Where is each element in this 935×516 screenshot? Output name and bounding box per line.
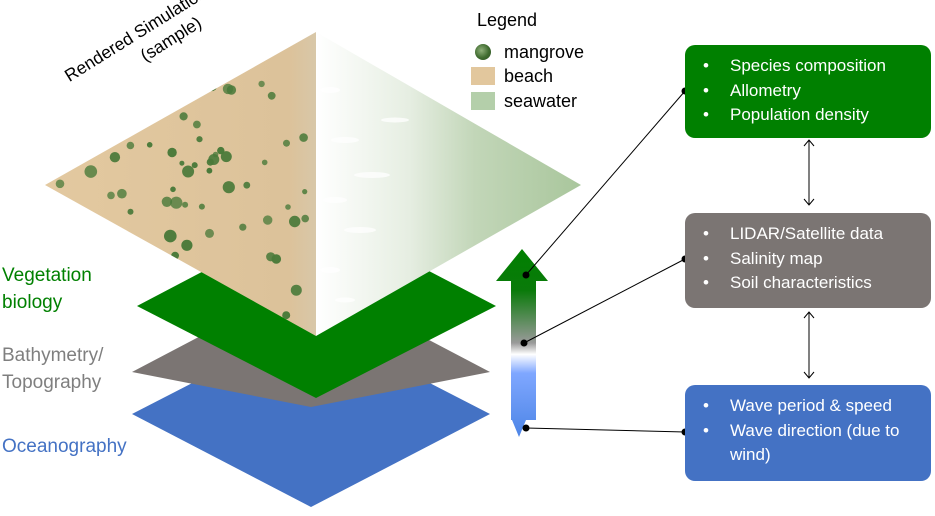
- mangrove-tree: [67, 157, 78, 168]
- legend-item-beach: beach: [471, 64, 553, 88]
- mangrove-tree: [107, 191, 115, 200]
- mangrove-tree: [161, 196, 173, 207]
- topography-item: Salinity map: [703, 247, 921, 272]
- mangrove-tree: [69, 141, 77, 150]
- mangrove-tree: [220, 151, 232, 163]
- oceanography-item: Wave period & speed: [703, 394, 917, 419]
- mangrove-tree: [182, 56, 190, 64]
- legend-label-seawater: seawater: [504, 90, 578, 111]
- mangrove-tree: [198, 203, 205, 210]
- layer-label-vegetation: Vegetation biology: [2, 265, 92, 313]
- mangrove-tree: [243, 181, 251, 189]
- legend-item-mangrove: mangrove: [471, 40, 584, 64]
- mangrove-tree: [90, 104, 99, 114]
- mangrove-tree: [125, 315, 131, 321]
- mangrove-tree: [86, 246, 99, 259]
- mangrove-tree: [122, 257, 135, 270]
- mangrove-tree: [159, 104, 168, 113]
- mangrove-tree: [212, 151, 219, 158]
- legend-title: Legend: [477, 10, 538, 30]
- oceanography-data-box: Wave period & speed Wave direction (due …: [685, 385, 931, 481]
- mangrove-tree: [171, 251, 180, 260]
- layer-label-oceanography: Oceanography: [2, 436, 127, 457]
- connectors: [523, 90, 686, 433]
- mangrove-tree: [84, 165, 98, 178]
- oceanography-item: Wave direction (due to wind): [703, 419, 917, 468]
- mangrove-tree: [191, 162, 198, 169]
- topography-item: LIDAR/Satellite data: [703, 222, 921, 247]
- beach-swatch: [471, 67, 495, 85]
- mangrove-tree: [182, 165, 195, 178]
- mangrove-tree: [301, 214, 310, 223]
- legend-label-mangrove: mangrove: [504, 41, 585, 62]
- seawater-swatch: [471, 92, 495, 110]
- mangrove-tree: [68, 145, 78, 155]
- mangrove-tree: [99, 321, 108, 331]
- mangrove-tree: [165, 60, 179, 73]
- layer-label-bathymetry: Bathymetry/ Topography: [2, 345, 104, 393]
- mangrove-tree: [170, 196, 183, 209]
- mangrove-tree: [223, 62, 233, 72]
- mangrove-tree: [179, 112, 188, 121]
- mangrove-tree: [103, 229, 111, 236]
- mangrove-tree: [217, 146, 225, 155]
- mangrove-tree: [85, 135, 92, 142]
- mangrove-tree: [193, 120, 201, 129]
- mangrove-tree: [267, 91, 276, 100]
- mangrove-tree: [285, 204, 291, 210]
- mangrove-tree: [271, 254, 282, 264]
- vegetation-item: Species composition: [703, 54, 921, 79]
- mangrove-tree: [55, 179, 65, 189]
- mangrove-tree: [258, 80, 265, 88]
- mangrove-tree: [215, 65, 224, 74]
- mangrove-tree: [290, 284, 302, 296]
- legend-item-seawater: seawater: [471, 89, 577, 113]
- mangrove-tree: [182, 201, 189, 208]
- mangrove-tree: [283, 139, 290, 147]
- mangrove-tree: [135, 273, 144, 283]
- mangrove-tree: [215, 70, 221, 77]
- mangrove-tree: [59, 128, 70, 139]
- mangrove-tree: [299, 133, 308, 142]
- mangrove-tree: [205, 228, 214, 238]
- mangrove-tree: [127, 208, 134, 215]
- mangrove-tree: [179, 160, 185, 166]
- topography-data-box: LIDAR/Satellite data Salinity map Soil c…: [685, 213, 931, 308]
- mangrove-tree: [173, 85, 183, 94]
- vegetation-item: Allometry: [703, 79, 921, 104]
- mangrove-tree: [126, 141, 135, 150]
- mangrove-tree: [263, 215, 273, 225]
- box-link-arrows: [803, 139, 815, 379]
- legend-label-beach: beach: [504, 65, 554, 86]
- mangrove-tree: [170, 186, 176, 193]
- mangrove-tree: [167, 147, 177, 158]
- mangrove-tree: [222, 83, 234, 95]
- vegetation-item: Population density: [703, 103, 921, 128]
- mangrove-tree: [146, 142, 153, 148]
- mangrove-tree: [196, 136, 203, 143]
- mangrove-tree: [222, 181, 235, 194]
- connector-dots: [520, 87, 689, 436]
- mangrove-tree: [89, 246, 100, 257]
- mangrove-swatch: [475, 44, 491, 60]
- mangrove-tree: [117, 188, 127, 199]
- mangrove-tree: [282, 311, 291, 320]
- mangrove-tree: [164, 229, 177, 243]
- mangrove-tree: [302, 189, 308, 195]
- mangrove-tree: [181, 239, 193, 251]
- mangrove-tree: [104, 129, 111, 135]
- mangrove-tree: [261, 159, 268, 166]
- topography-item: Soil characteristics: [703, 271, 921, 296]
- mangrove-tree: [239, 223, 247, 231]
- mangrove-tree: [121, 107, 133, 118]
- vegetation-data-box: Species composition Allometry Population…: [685, 45, 931, 138]
- mangrove-tree: [72, 143, 80, 150]
- mangrove-tree: [116, 292, 126, 302]
- mangrove-tree: [289, 215, 301, 228]
- mangrove-tree: [109, 152, 121, 163]
- mangrove-tree: [197, 48, 206, 56]
- mangrove-tree: [206, 167, 213, 174]
- mangrove-tree: [206, 80, 218, 92]
